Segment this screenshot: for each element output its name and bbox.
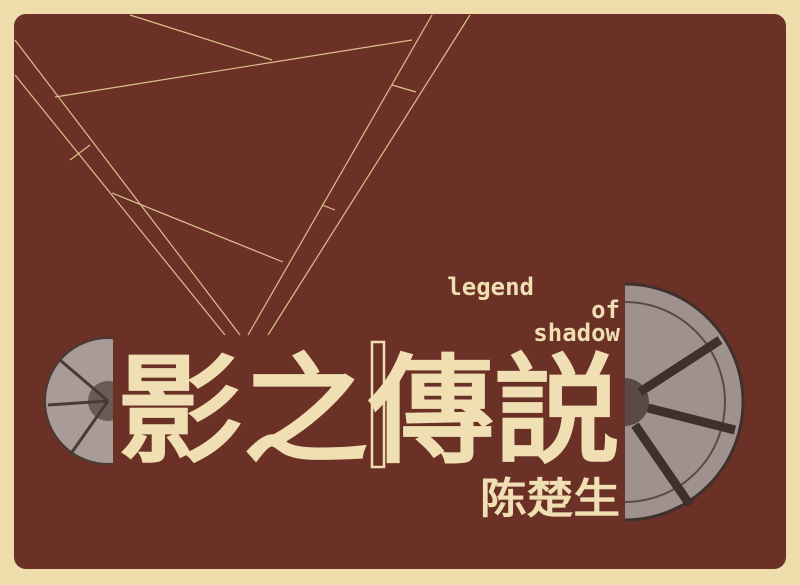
brown-panel [14,14,786,569]
film-reel-icon [625,282,745,522]
film-reel-icon [44,337,113,465]
artist-name: 陈楚生 [480,474,620,523]
subtitle: legend of shadow [447,273,620,347]
projector-beam-lines [14,14,471,336]
album-title: 影之傳説 [117,342,620,480]
film-strip-icon [370,340,386,469]
